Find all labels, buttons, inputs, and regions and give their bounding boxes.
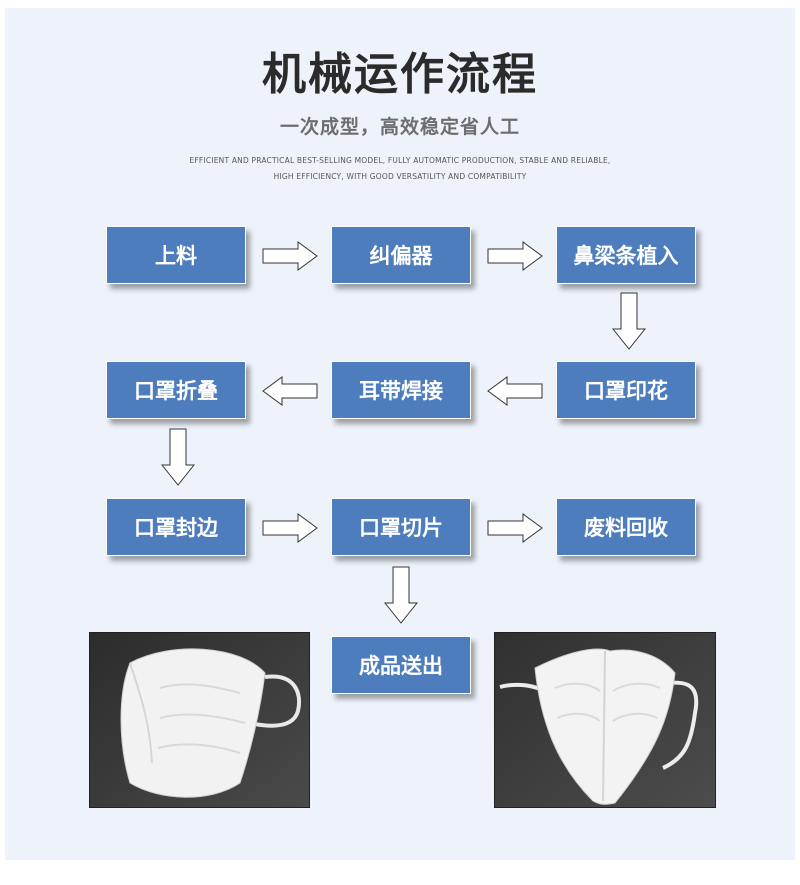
arrow-right-icon: [487, 513, 543, 543]
step-nose-bridge-insertion: 鼻梁条植入: [556, 226, 696, 284]
mask-photo-right: [494, 632, 716, 808]
arrow-down-icon: [161, 428, 195, 486]
mask-image-left: [90, 633, 309, 807]
step-finished-product-output: 成品送出: [331, 636, 471, 694]
arrow-right-icon: [262, 241, 318, 271]
english-line-1: EFFICIENT AND PRACTICAL BEST-SELLING MOD…: [189, 156, 611, 165]
step-waste-recycling: 废料回收: [556, 498, 696, 556]
step-mask-folding: 口罩折叠: [106, 361, 246, 419]
arrow-down-icon: [384, 566, 418, 624]
step-mask-edge-sealing: 口罩封边: [106, 498, 246, 556]
arrow-down-icon: [612, 292, 646, 350]
arrow-left-icon: [487, 376, 543, 406]
mask-image-right: [495, 633, 715, 807]
arrow-right-icon: [487, 241, 543, 271]
step-feeding: 上料: [106, 226, 246, 284]
step-deviation-corrector: 纠偏器: [331, 226, 471, 284]
english-line-2: HIGH EFFICIENCY, WITH GOOD VERSATILITY A…: [273, 172, 527, 181]
mask-photo-left: [89, 632, 310, 808]
step-mask-printing: 口罩印花: [556, 361, 696, 419]
step-ear-loop-welding: 耳带焊接: [331, 361, 471, 419]
english-description: EFFICIENT AND PRACTICAL BEST-SELLING MOD…: [150, 153, 650, 185]
step-mask-slicing: 口罩切片: [331, 498, 471, 556]
page-title: 机械运作流程: [262, 49, 538, 100]
arrow-right-icon: [262, 513, 318, 543]
arrow-left-icon: [262, 376, 318, 406]
page-subtitle: 一次成型，高效稳定省人工: [279, 116, 520, 138]
